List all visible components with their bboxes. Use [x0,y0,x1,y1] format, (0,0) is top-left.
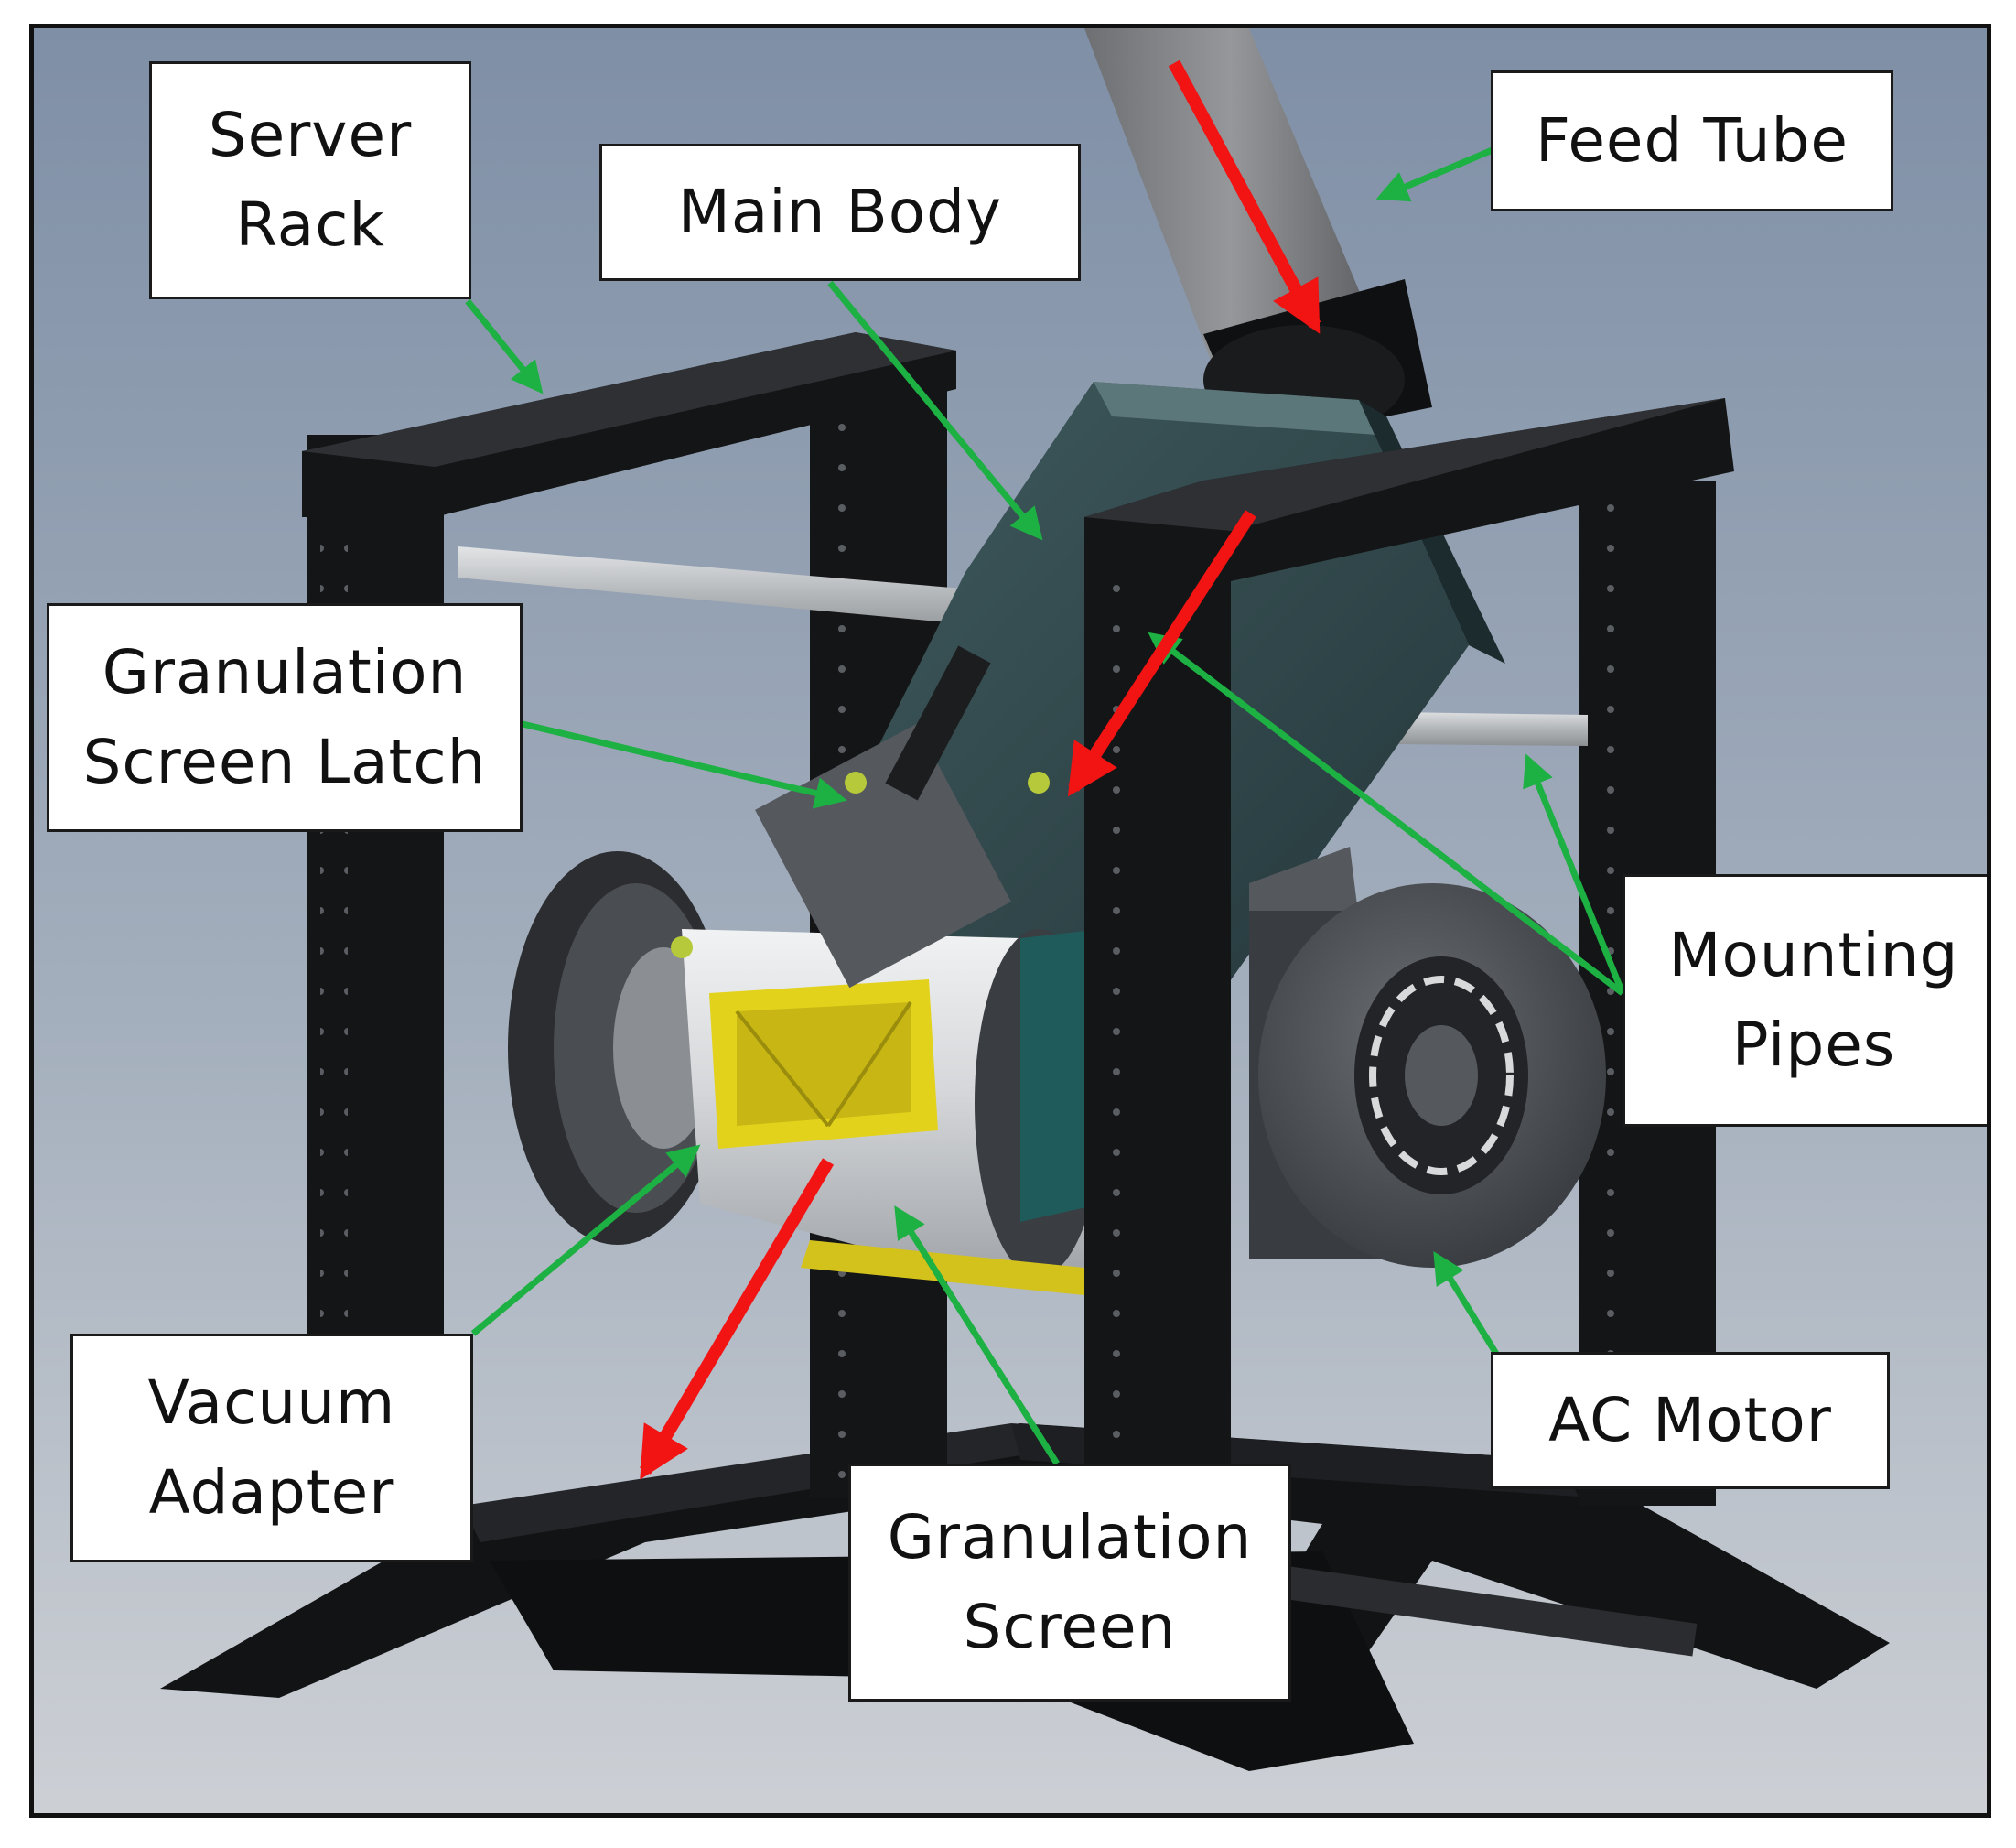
leader-server-rack [465,298,544,394]
label-granulation-screen: Granulation Screen [887,1502,1253,1662]
leader-vacuum-adapter [470,1144,701,1336]
callout-feed-tube: Feed Tube [1491,70,1893,211]
callout-main-body: Main Body [599,144,1081,281]
bearing-block [1020,929,1103,1222]
label-feed-tube: Feed Tube [1535,105,1849,176]
leader-latch [522,720,847,809]
leader-ac-motor [1433,1251,1499,1356]
leader-feed-tube [1375,146,1496,202]
callout-ac-motor: AC Motor [1491,1352,1890,1489]
figure-frame: Server Rack Main Body Feed Tube Granulat… [29,24,1991,1818]
leader-mounting-pipes-1 [1148,632,1625,996]
callout-server-rack: Server Rack [149,61,471,299]
leader-granulation-screen [894,1205,1060,1465]
leader-main-body [827,280,1043,541]
flow-arrows [639,59,1321,1480]
label-server-rack: Server Rack [208,100,413,260]
leader-mounting-pipes-2 [1523,753,1626,995]
label-ac-motor: AC Motor [1548,1385,1832,1455]
callout-granulation-screen-latch: Granulation Screen Latch [47,603,523,832]
leader-arrows [465,146,1626,1465]
server-rack-front-frame [1084,398,1734,1524]
vacuum-adapter [709,979,938,1149]
flow-arrow-body [1067,510,1256,797]
callout-vacuum-adapter: Vacuum Adapter [70,1334,473,1562]
label-granulation-screen-latch: Granulation Screen Latch [82,637,487,797]
label-main-body: Main Body [677,177,1003,247]
ac-motor [1249,847,1606,1268]
callout-granulation-screen: Granulation Screen [848,1464,1291,1702]
label-mounting-pipes: Mounting Pipes [1668,920,1959,1080]
callout-mounting-pipes: Mounting Pipes [1623,874,1987,1127]
flow-arrow-feed [1168,59,1321,334]
flow-arrow-outlet [639,1158,835,1480]
label-vacuum-adapter: Vacuum Adapter [147,1367,396,1528]
